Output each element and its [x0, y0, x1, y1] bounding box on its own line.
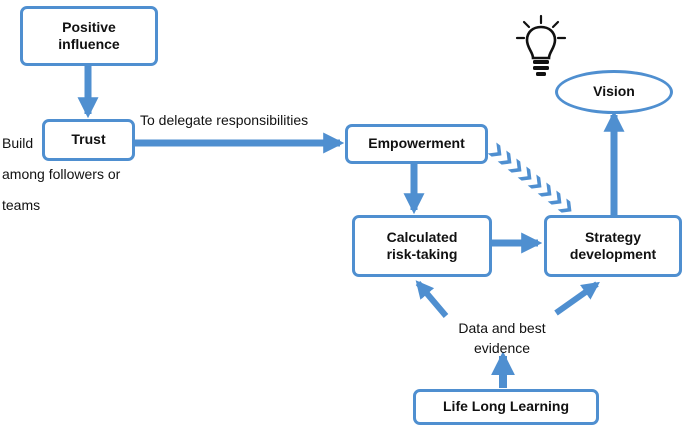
arrow-data-to-strategy: [554, 281, 600, 316]
lightbulb-icon: [515, 14, 567, 76]
node-positive-influence: Positive influence: [20, 6, 158, 66]
node-calculated-risk-taking: Calculated risk-taking: [352, 215, 492, 277]
node-life-long-learning: Life Long Learning: [413, 389, 599, 425]
chevron-arrow-empowerment-to-strategy: [487, 142, 572, 213]
node-trust: Trust: [42, 119, 135, 161]
label-build-among-followers: Build among followers or teams: [2, 135, 121, 213]
node-vision: Vision: [555, 70, 673, 114]
node-strategy-development: Strategy development: [544, 215, 682, 277]
arrow-data-to-risk: [415, 280, 449, 318]
label-data-and-evidence: Data and best evidence: [458, 320, 546, 357]
label-delegate-responsibilities: To delegate responsibilities: [140, 112, 309, 128]
node-empowerment: Empowerment: [345, 124, 488, 164]
